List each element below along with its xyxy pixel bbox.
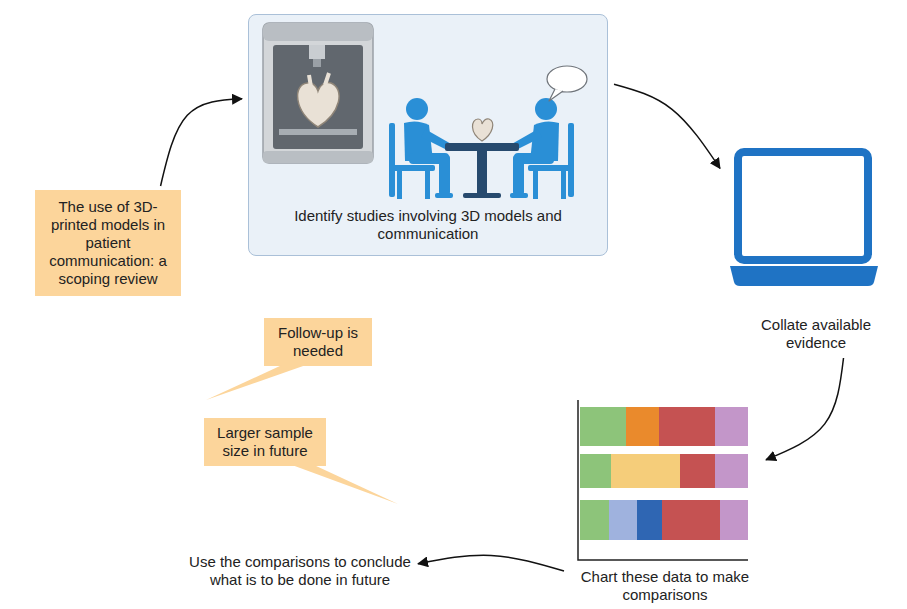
chart-bar <box>580 454 611 488</box>
meeting-figures <box>389 66 587 199</box>
curved-arrow <box>161 99 242 186</box>
3d-printer <box>309 45 325 59</box>
3d-printer <box>279 129 357 135</box>
review-title: The use of 3D-printed models in patient … <box>43 198 173 288</box>
3d-printer <box>263 23 373 163</box>
curved-arrow <box>418 555 564 571</box>
meeting-figures <box>389 98 453 199</box>
chart-bar <box>637 500 662 540</box>
chart-bar <box>659 407 715 446</box>
3d-printer <box>263 23 373 163</box>
meeting-figures <box>463 193 501 198</box>
laptop-step: Collate available evidence <box>730 148 902 352</box>
chart-bar <box>580 407 748 540</box>
conclusion-text: Use the comparisons to conclude what is … <box>188 553 412 589</box>
process-box: Identify studies involving 3D models and… <box>248 14 608 256</box>
chart-bar <box>662 500 720 540</box>
chart-bar <box>580 407 626 446</box>
chart-bar <box>715 454 748 488</box>
chart-bar <box>611 454 680 488</box>
speech-bubble: Larger sample size in future <box>204 418 326 466</box>
curved-arrow <box>614 84 720 168</box>
meeting-figures <box>445 143 519 151</box>
speech-bubble: Follow-up is needed <box>264 318 372 366</box>
meeting-figures <box>547 66 587 92</box>
bubble-tail <box>206 365 306 400</box>
bubble-tail <box>292 465 398 504</box>
step-text: Collate available evidence <box>730 316 902 352</box>
3d-printer <box>273 45 363 149</box>
laptop-icon <box>730 148 880 288</box>
chart-axis <box>578 400 748 560</box>
3d-printer <box>309 73 329 87</box>
step-text: Larger sample size in future <box>212 424 318 460</box>
step-text: Use the comparisons to conclude what is … <box>188 553 412 589</box>
3d-printer <box>313 59 321 67</box>
chart-bar <box>720 500 748 540</box>
curved-arrow <box>766 358 844 460</box>
chart-step: Chart these data to make comparisons <box>570 398 760 604</box>
chart-bar <box>626 407 659 446</box>
chart-bar <box>680 454 715 488</box>
step-text: Chart these data to make comparisons <box>570 568 760 604</box>
chart-bar <box>609 500 637 540</box>
title-box: The use of 3D-printed models in patient … <box>35 190 181 296</box>
3d-printer <box>263 151 373 163</box>
chart-bar <box>715 407 748 446</box>
laptop-icon <box>730 266 878 286</box>
meeting-figures <box>549 89 563 101</box>
meeting-figures <box>477 151 487 195</box>
3d-printer <box>263 23 373 41</box>
printer-meeting-illustration <box>249 15 609 205</box>
step-text: Identify studies involving 3D models and… <box>278 207 578 243</box>
3d-printer <box>298 82 340 127</box>
meeting-figures <box>472 119 492 141</box>
chart-bar <box>580 500 609 540</box>
meeting-figures <box>510 98 574 199</box>
laptop-icon <box>738 152 868 260</box>
step-text: Follow-up is needed <box>272 324 364 360</box>
bar-chart <box>570 398 760 562</box>
